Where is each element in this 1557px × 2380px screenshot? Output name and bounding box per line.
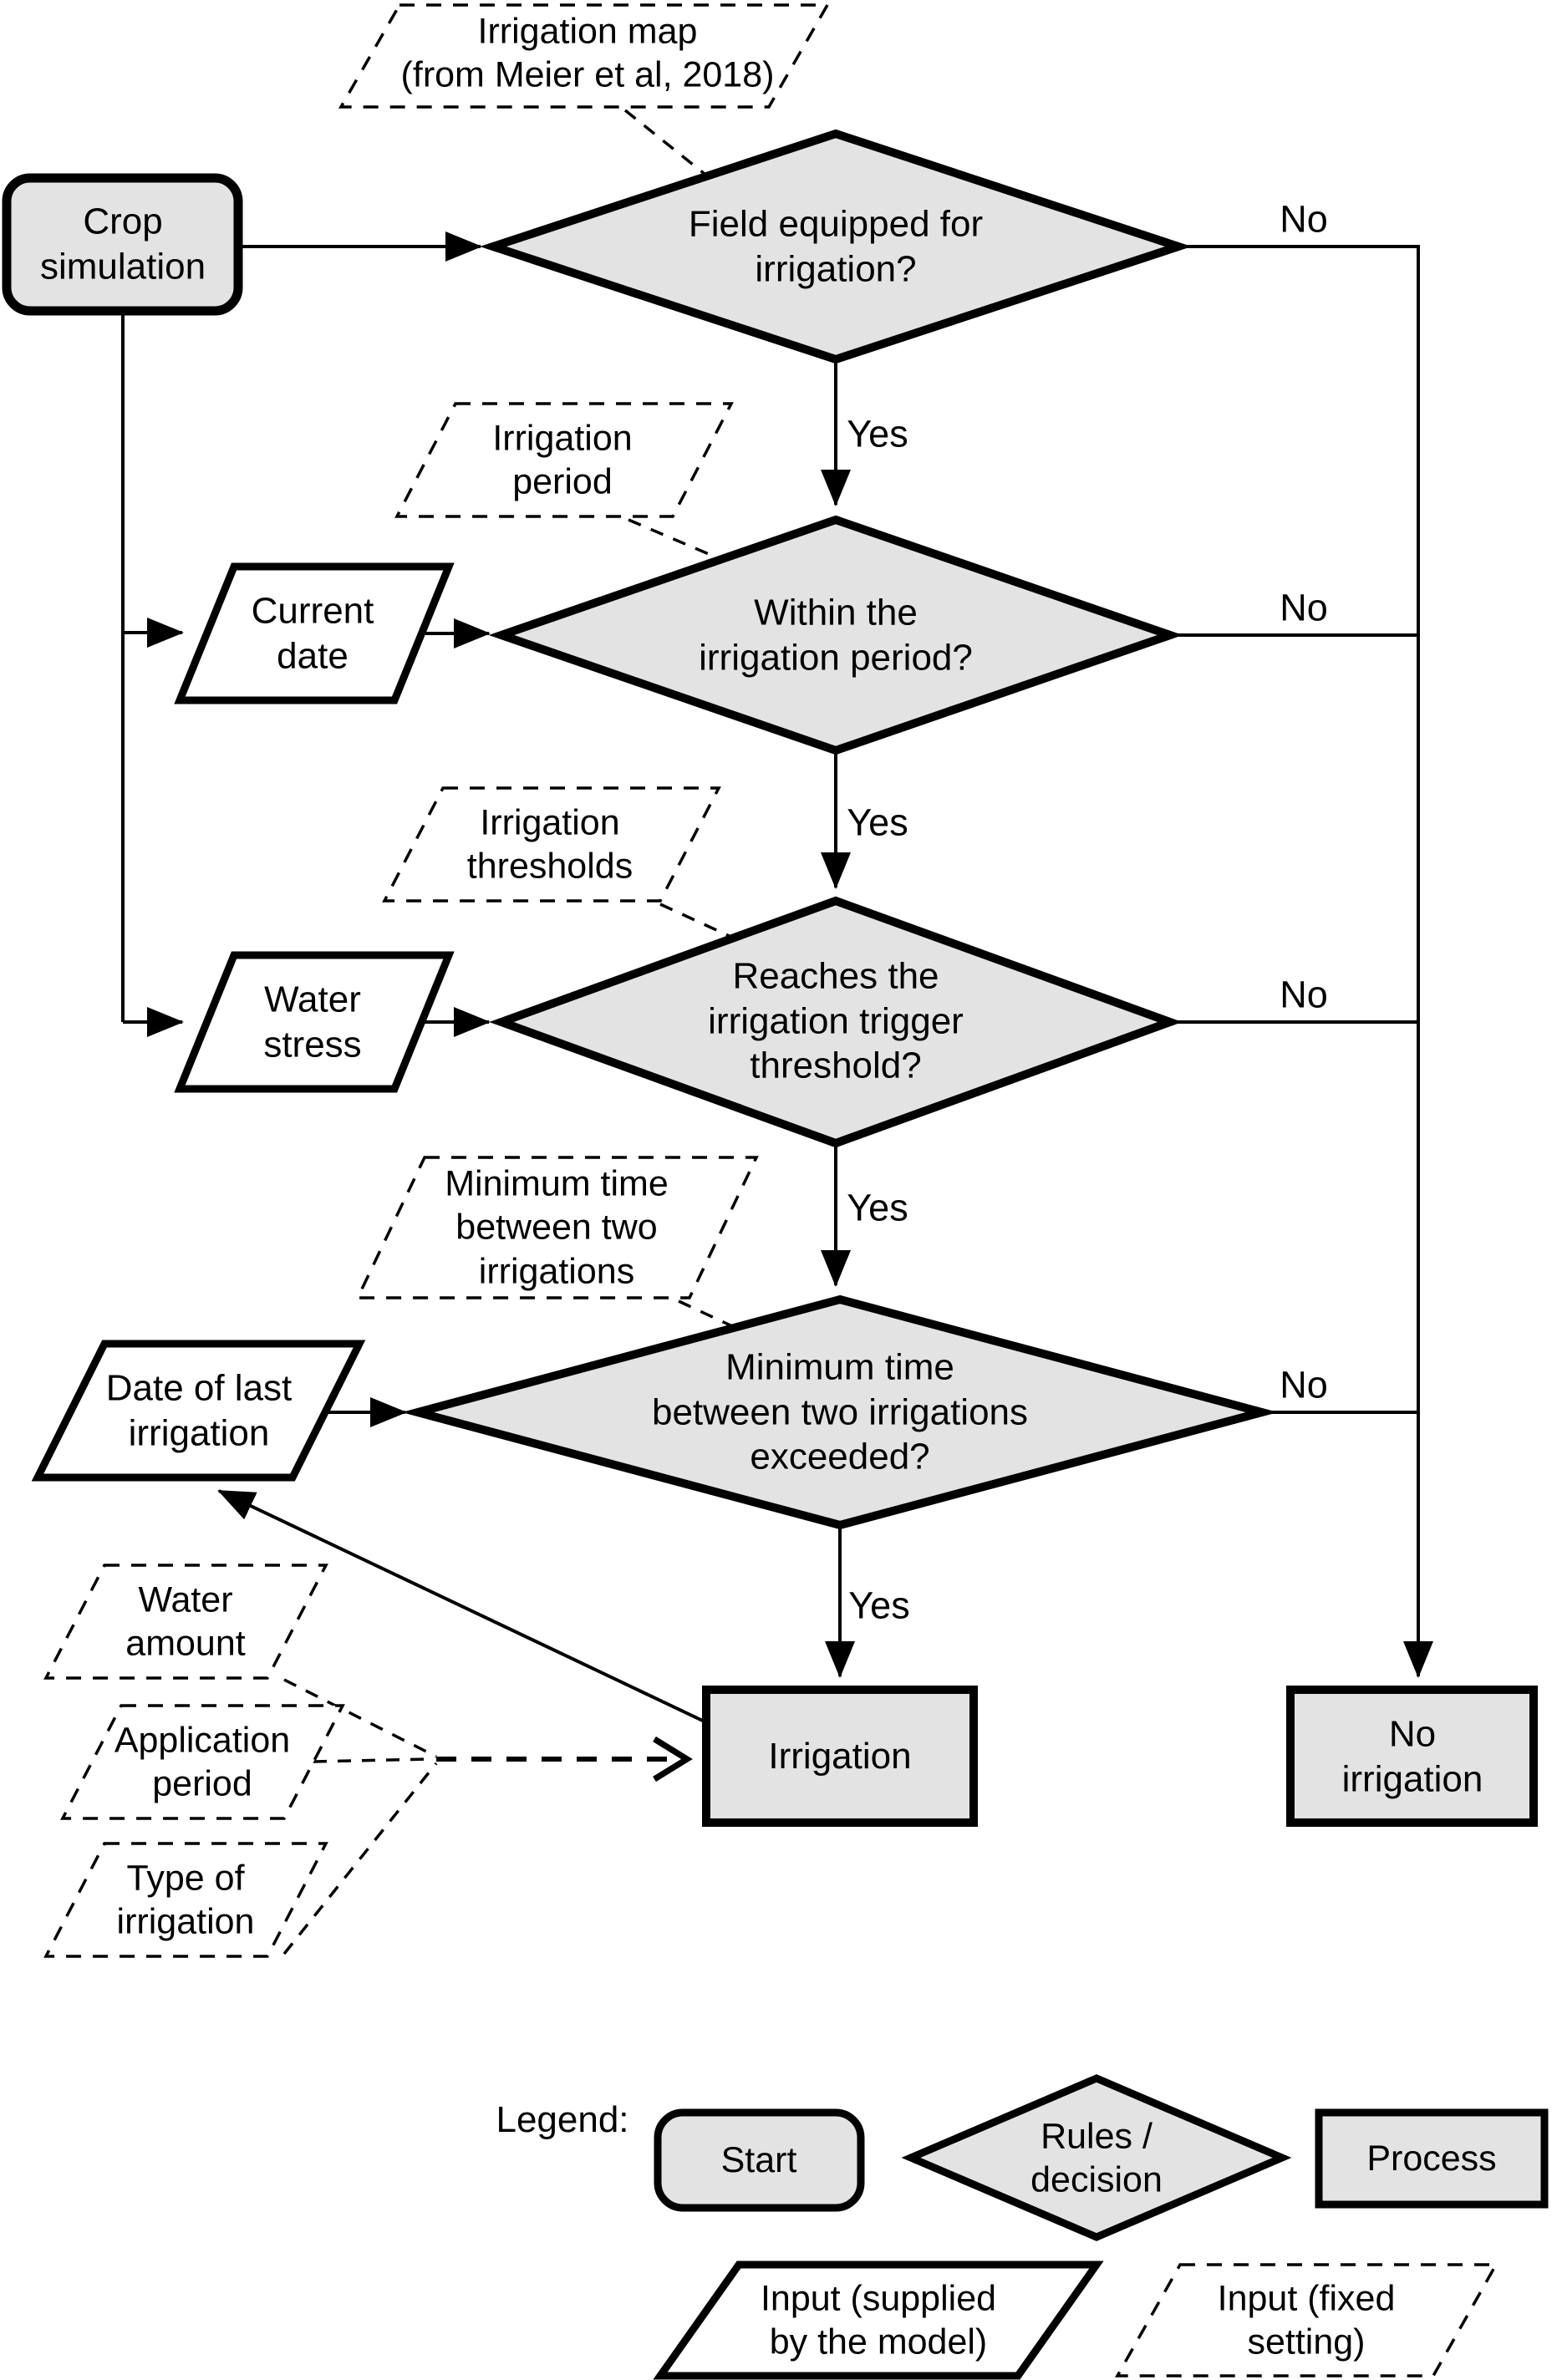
input-fixed-irrigation-thresholds-label: Irrigation thresholds [466, 802, 633, 887]
yes-label-2: Yes [847, 801, 908, 844]
start-crop-simulation-shape [2, 173, 243, 316]
arrow-irrigation-to-datelast [217, 1489, 709, 1725]
legend-start-shape [654, 2108, 865, 2212]
input-fixed-application-period-label: Application period [114, 1720, 291, 1804]
input-fixed-type-irrigation-label: Type of irrigation [116, 1858, 255, 1942]
decision-min-time-exceeded-label: Minimum time between two irrigations exc… [651, 1346, 1029, 1477]
legend-input-fixed-shape [1115, 2263, 1498, 2377]
input-model-water-stress-shape [174, 951, 455, 1093]
yes-label-4: Yes [848, 1584, 910, 1627]
input-model-date-last-irrigation-shape [31, 1340, 366, 1482]
legend-title: Legend: [496, 2099, 629, 2141]
legend-input-model-label: Input (supplied by the model) [760, 2278, 997, 2362]
input-fixed-irrigation-map-shape [338, 3, 831, 109]
decision-field-equipped-label: Field equipped for irrigation? [688, 203, 984, 289]
dashed-line-typeirrigation [282, 1762, 438, 1955]
decision-reaches-threshold-label: Reaches the irrigation trigger threshold… [708, 955, 964, 1086]
legend-input-fixed-label: Input (fixed setting) [1217, 2278, 1396, 2362]
decision-reaches-threshold-shape [489, 896, 1183, 1148]
legend-process-label: Process [1366, 2138, 1497, 2179]
yes-label-1: Yes [847, 412, 908, 455]
yes-label-3: Yes [847, 1186, 908, 1229]
legend-start-label: Start [720, 2139, 797, 2180]
input-fixed-type-irrigation-shape [43, 1842, 328, 1958]
input-fixed-min-time-shape [355, 1156, 759, 1299]
dashed-line-applicationperiod [313, 1757, 431, 1763]
legend-input-model-shape [653, 2260, 1104, 2380]
no-label-2: No [1280, 586, 1328, 629]
decision-within-period-shape [488, 515, 1183, 755]
input-model-date-last-irrigation-label: Date of last irrigation [105, 1367, 293, 1453]
input-fixed-application-period-shape [60, 1704, 345, 1820]
decision-min-time-exceeded-shape [401, 1294, 1279, 1530]
legend-process-shape [1315, 2108, 1549, 2209]
input-fixed-irrigation-map-label: Irrigation map (from Meier et al, 2018) [400, 11, 775, 95]
process-irrigation-label: Irrigation [768, 1736, 912, 1777]
input-fixed-water-amount-label: Water amount [125, 1579, 246, 1664]
input-model-current-date-shape [174, 562, 455, 704]
start-crop-simulation-label: Crop simulation [39, 201, 206, 287]
input-fixed-irrigation-period-shape [394, 402, 734, 518]
legend-decision-shape [901, 2074, 1292, 2241]
process-no-irrigation-label: No irrigation [1341, 1713, 1483, 1799]
input-model-water-stress-label: Water stress [263, 979, 362, 1065]
process-irrigation-shape [702, 1686, 978, 1827]
decision-field-equipped-shape [480, 129, 1192, 364]
no-label-1: No [1280, 197, 1328, 241]
input-fixed-min-time-label: Minimum time between two irrigations [445, 1163, 669, 1292]
input-fixed-irrigation-thresholds-shape [382, 786, 721, 903]
input-fixed-irrigation-period-label: Irrigation period [492, 418, 633, 502]
no-label-3: No [1280, 973, 1328, 1016]
no-rail [1178, 245, 1433, 1678]
process-no-irrigation-shape [1286, 1686, 1538, 1827]
input-fixed-water-amount-shape [43, 1564, 328, 1680]
input-model-current-date-label: Current date [251, 590, 374, 676]
decision-within-period-label: Within the irrigation period? [699, 592, 973, 678]
no-label-4: No [1280, 1363, 1328, 1406]
dashed-line-wateramount [283, 1678, 437, 1758]
legend-decision-label: Rules / decision [1030, 2116, 1163, 2200]
